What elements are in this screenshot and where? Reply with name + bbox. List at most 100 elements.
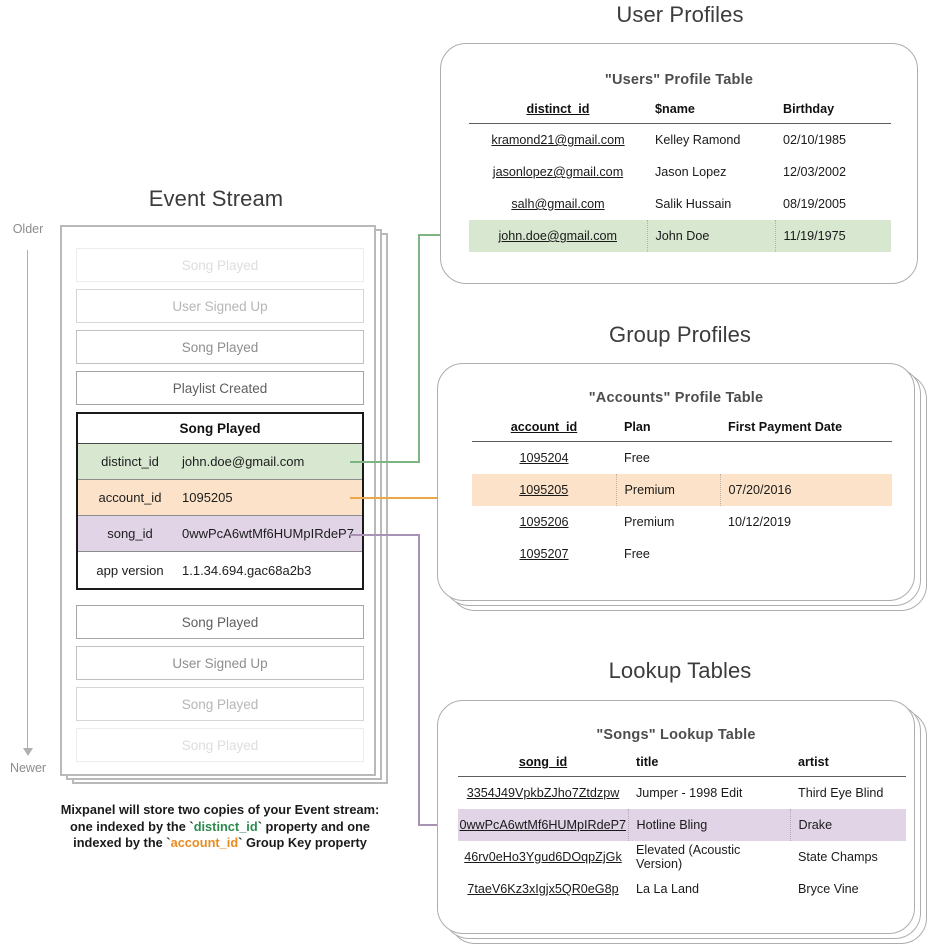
users-table: distinct_id $name Birthday kramond21@gma… xyxy=(469,102,891,252)
cell-name: Salik Hussain xyxy=(655,197,732,211)
event-label: Song Played xyxy=(181,614,259,630)
cell-title: Jumper - 1998 Edit xyxy=(636,786,743,800)
cell-name: Jason Lopez xyxy=(655,165,727,179)
cell-distinct-id: john.doe@gmail.com xyxy=(469,220,647,252)
cell-plan: Premium xyxy=(624,515,675,529)
selected-event-card[interactable]: Song Played distinct_id john.doe@gmail.c… xyxy=(76,412,364,590)
caption-token-distinct-id: distinct_id xyxy=(193,818,258,834)
column-header: artist xyxy=(790,755,906,777)
songs-table: song_id title artist 3354J49VpkbZJho7Ztd… xyxy=(458,755,906,905)
table-row[interactable]: 7taeV6Kz3xIgjx5QR0eG8p La La Land Bryce … xyxy=(458,873,906,905)
selected-event-name: Song Played xyxy=(78,414,362,444)
caption-line-1: Mixpanel will store two copies of your E… xyxy=(60,802,380,817)
cell-title: Hotline Bling xyxy=(627,809,790,841)
timeline-arrow-icon xyxy=(23,748,33,756)
column-header: First Payment Date xyxy=(720,420,892,442)
cell-plan: Premium xyxy=(615,474,720,506)
accounts-table-title: "Accounts" Profile Table xyxy=(588,390,764,406)
cell-account-id: 1095206 xyxy=(519,515,569,529)
event-label: Song Played xyxy=(181,257,259,273)
table-row-highlighted[interactable]: 0wwPcA6wtMf6HUMpIRdeP7 Hotline Bling Dra… xyxy=(458,809,906,841)
connector-orange-segment-1 xyxy=(350,497,462,499)
event-stream-card: Song Played User Signed Up Song Played P… xyxy=(60,225,376,776)
column-header: title xyxy=(628,755,790,777)
event-item[interactable]: Song Played xyxy=(76,330,364,364)
cell-account-id: 1095205 xyxy=(472,474,616,506)
caption-line-2-pre: one indexed by the ` xyxy=(69,818,194,834)
table-row-highlighted[interactable]: john.doe@gmail.com John Doe 11/19/1975 xyxy=(469,220,891,252)
cell-artist: State Champs xyxy=(798,850,878,864)
accounts-panel-wrap: "Accounts" Profile Table account_id Plan… xyxy=(437,363,929,613)
event-property-row: app version 1.1.34.694.gac68a2b3 xyxy=(78,552,362,588)
event-item[interactable]: Song Played xyxy=(76,248,364,282)
cell-title: La La Land xyxy=(636,882,700,896)
event-label: Song Played xyxy=(181,737,259,753)
table-header-row: account_id Plan First Payment Date xyxy=(472,420,892,442)
property-key: account_id xyxy=(98,490,162,505)
table-header-row: song_id title artist xyxy=(458,755,906,777)
event-stream-caption: Mixpanel will store two copies of your E… xyxy=(40,802,400,852)
event-item[interactable]: User Signed Up xyxy=(76,289,364,323)
cell-first-payment-date: 10/12/2019 xyxy=(728,515,792,529)
event-property-row: account_id 1095205 xyxy=(78,480,362,516)
connector-purple-segment-1 xyxy=(350,534,420,536)
songs-table-title: "Songs" Lookup Table xyxy=(596,727,756,743)
event-item[interactable]: Playlist Created xyxy=(76,371,364,405)
table-row-highlighted[interactable]: 1095205 Premium 07/20/2016 xyxy=(472,474,892,506)
property-value: 1.1.34.694.gac68a2b3 xyxy=(182,562,312,578)
table-row[interactable]: 46rv0eHo3Ygud6DOqpZjGk Elevated (Acousti… xyxy=(458,841,906,873)
cell-plan: Free xyxy=(624,547,650,561)
cell-distinct-id: kramond21@gmail.com xyxy=(491,133,625,147)
property-value: 1095205 xyxy=(182,490,233,505)
table-row[interactable]: salh@gmail.com Salik Hussain 08/19/2005 xyxy=(469,188,891,220)
table-row[interactable]: 3354J49VpkbZJho7Ztdzpw Jumper - 1998 Edi… xyxy=(458,777,906,810)
cell-distinct-id: salh@gmail.com xyxy=(511,197,605,211)
property-key: app version xyxy=(96,562,164,578)
users-panel-wrap: "Users" Profile Table distinct_id $name … xyxy=(440,43,918,284)
event-item[interactable]: Song Played xyxy=(76,605,364,639)
cell-title: Elevated (Acoustic Version) xyxy=(636,843,741,871)
caption-line-2: one indexed by the `distinct_id` propert… xyxy=(40,819,400,836)
event-item[interactable]: User Signed Up xyxy=(76,646,364,680)
cell-plan: Free xyxy=(624,451,650,465)
cell-name: Kelley Ramond xyxy=(655,133,741,147)
table-row[interactable]: 1095206 Premium 10/12/2019 xyxy=(472,506,892,538)
cell-name: John Doe xyxy=(646,220,775,252)
event-item[interactable]: Song Played xyxy=(76,728,364,762)
caption-line-3-post: ` Group Key property xyxy=(238,835,367,850)
cell-birthday: 12/03/2002 xyxy=(783,165,847,179)
column-header: $name xyxy=(647,102,775,124)
caption-token-account-id: account_id xyxy=(170,835,239,850)
caption-line-3-pre: indexed by the ` xyxy=(73,835,171,850)
cell-artist: Drake xyxy=(789,809,906,841)
user-profiles-title: User Profiles xyxy=(616,2,744,27)
caption-line-2-post: ` property and one xyxy=(257,818,371,834)
event-property-row: song_id 0wwPcA6wtMf6HUMpIRdeP7 xyxy=(78,516,362,552)
connector-green-segment-1 xyxy=(350,461,420,463)
table-header-row: distinct_id $name Birthday xyxy=(469,102,891,124)
caption-line-3: indexed by the `account_id` Group Key pr… xyxy=(40,835,400,852)
group-profiles-title: Group Profiles xyxy=(608,322,751,347)
timeline-older-label: Older xyxy=(12,222,44,236)
table-row[interactable]: kramond21@gmail.com Kelley Ramond 02/10/… xyxy=(469,124,891,157)
column-header: distinct_id xyxy=(469,102,647,124)
songs-lookup-card: "Songs" Lookup Table song_id title artis… xyxy=(437,700,915,934)
property-value: john.doe@gmail.com xyxy=(182,454,305,469)
table-row[interactable]: 1095207 Free xyxy=(472,538,892,570)
event-label: Song Played xyxy=(181,339,259,355)
cell-account-id: 1095207 xyxy=(519,547,569,561)
column-header: song_id xyxy=(458,755,628,777)
table-row[interactable]: jasonlopez@gmail.com Jason Lopez 12/03/2… xyxy=(469,156,891,188)
column-header: account_id xyxy=(472,420,616,442)
accounts-profile-card: "Accounts" Profile Table account_id Plan… xyxy=(437,363,915,601)
cell-birthday: 08/19/2005 xyxy=(783,197,847,211)
cell-artist: Bryce Vine xyxy=(798,882,859,896)
event-label: Song Played xyxy=(181,696,259,712)
cell-song-id: 3354J49VpkbZJho7Ztdzpw xyxy=(466,786,620,800)
table-row[interactable]: 1095204 Free xyxy=(472,442,892,475)
timeline-axis-line xyxy=(27,250,28,750)
event-stream-title: Event Stream xyxy=(148,186,284,211)
cell-song-id: 7taeV6Kz3xIgjx5QR0eG8p xyxy=(467,882,619,896)
property-key: song_id xyxy=(107,526,153,541)
event-item[interactable]: Song Played xyxy=(76,687,364,721)
